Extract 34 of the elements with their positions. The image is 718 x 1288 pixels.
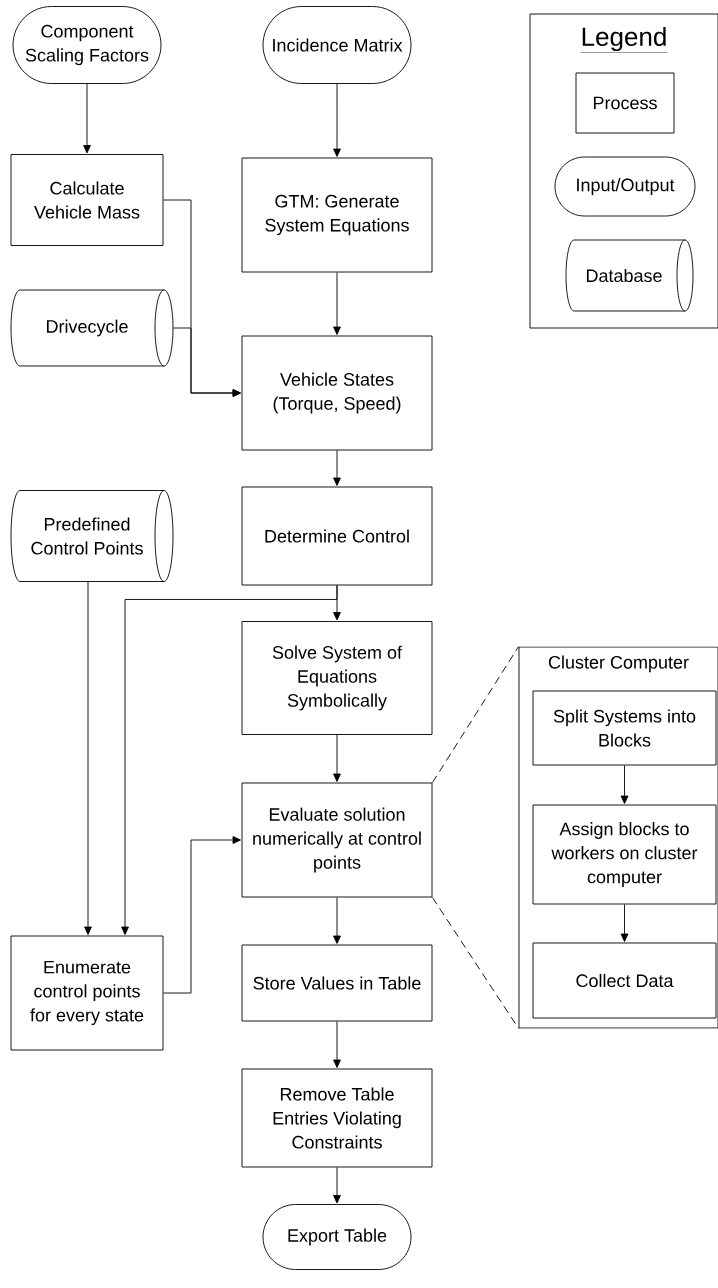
process-box: Determine Control: [241, 486, 433, 586]
process-box: Remove Table Entries Violating Constraints: [241, 1068, 433, 1168]
terminal-box: Component Scaling Factors: [12, 6, 162, 84]
process-box: Enumerate control points for every state: [10, 935, 164, 1051]
legend-title: Legend: [580, 26, 668, 53]
process-box: Split Systems into Blocks: [532, 690, 717, 766]
process-box: Assign blocks to workers on cluster computer: [532, 804, 717, 905]
dashed-line: [432, 897, 519, 1029]
arrow: [333, 1021, 341, 1068]
arrow: [333, 83, 341, 157]
terminal-box: Export Table: [262, 1204, 412, 1270]
arrow: [620, 904, 629, 942]
database-cylinder: Predefined Control Points: [10, 490, 174, 582]
terminal-box: Incidence Matrix: [262, 6, 412, 84]
arrow: [84, 581, 92, 935]
process-box: Evaluate solution numerically at control points: [241, 782, 433, 898]
arrow: [333, 897, 341, 944]
arrow: [333, 272, 341, 335]
arrow: [333, 734, 341, 782]
process-box: Solve System of Equations Symbolically: [241, 621, 433, 735]
dashed-line: [432, 646, 519, 783]
process-box: Vehicle States (Torque, Speed): [241, 335, 433, 451]
process-box: Collect Data: [532, 942, 717, 1019]
arrow: [163, 836, 241, 994]
process-box: Calculate Vehicle Mass: [10, 154, 164, 246]
arrow: [121, 585, 338, 935]
process-box: Store Values in Table: [241, 944, 433, 1022]
arrow: [333, 1167, 341, 1204]
process-box: GTM: Generate System Equations: [241, 157, 433, 273]
arrow: [83, 83, 91, 154]
database-cylinder: Drivecycle: [10, 289, 174, 367]
arrow: [620, 765, 629, 804]
arrow: [333, 450, 341, 486]
arrow: [173, 327, 241, 397]
